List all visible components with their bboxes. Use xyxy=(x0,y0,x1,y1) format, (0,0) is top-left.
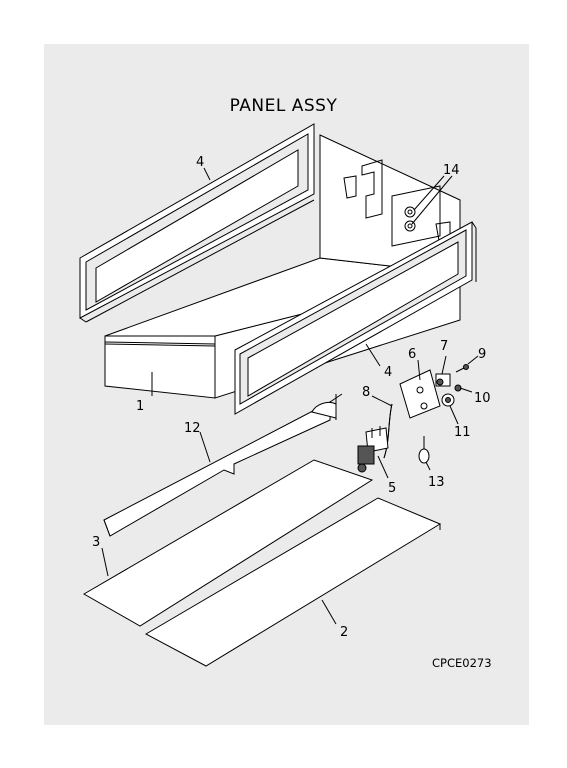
drawing-code: CPCE0273 xyxy=(432,656,492,670)
callout-4-left: 4 xyxy=(196,155,204,170)
callout-3: 3 xyxy=(92,535,100,550)
part-12-inner-panel xyxy=(103,393,343,537)
part-11-washer xyxy=(441,393,455,407)
drawing-title: PANEL ASSY xyxy=(229,96,338,116)
part-4-frame-right xyxy=(234,221,477,415)
part-5-8-valve-assembly xyxy=(357,403,393,473)
part-6-bracket xyxy=(399,369,441,419)
leader-lines xyxy=(101,167,479,625)
callout-8: 8 xyxy=(362,385,370,400)
part-7-fitting xyxy=(435,373,451,387)
callout-13: 13 xyxy=(428,475,445,490)
part-3-plate xyxy=(82,459,374,627)
callout-5: 5 xyxy=(388,481,396,496)
callout-6: 6 xyxy=(408,347,416,362)
part-2-bottom-panel xyxy=(144,497,442,667)
callout-1: 1 xyxy=(136,399,144,414)
callout-labels: 4 14 1 4 6 7 9 10 11 8 5 13 12 3 2 xyxy=(92,155,491,640)
part-4-frame-left xyxy=(79,123,315,323)
callout-11: 11 xyxy=(454,425,471,440)
callout-4-right: 4 xyxy=(384,365,392,380)
callout-10: 10 xyxy=(474,391,491,406)
callout-12: 12 xyxy=(184,421,201,436)
callout-9: 9 xyxy=(478,347,486,362)
part-9-screw xyxy=(455,364,469,373)
part-13-knob xyxy=(418,436,430,464)
callout-2: 2 xyxy=(340,625,348,640)
callout-7: 7 xyxy=(440,339,448,354)
callout-14: 14 xyxy=(443,163,460,178)
